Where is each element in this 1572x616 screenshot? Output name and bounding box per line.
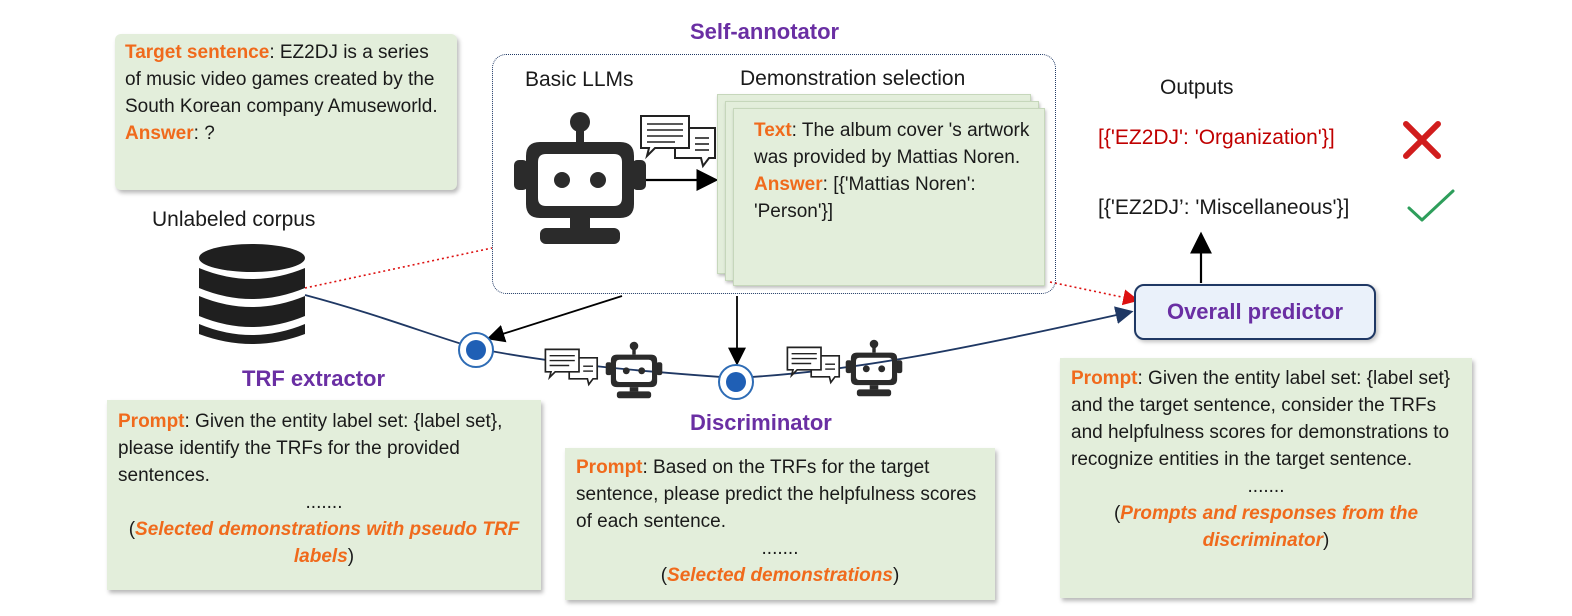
- trf-prompt-key: Prompt: [118, 411, 185, 432]
- target-answer-value: : ?: [193, 123, 215, 144]
- pred-ellipsis: .......: [1247, 476, 1285, 497]
- disc-paren-open: (: [660, 565, 668, 586]
- annotator-to-predictor-line: [1049, 281, 1140, 306]
- annotator-to-trf-arrow: [486, 295, 623, 343]
- trf-paren-close: ): [347, 546, 355, 567]
- demo-answer-key: Answer: [754, 174, 823, 195]
- target-sentence-box: Target sentence: EZ2DJ is a series of mu…: [115, 34, 457, 190]
- basic-llms-label: Basic LLMs: [525, 68, 634, 91]
- output-right: [{'EZ2DJ’: 'Miscellaneous'}]: [1098, 196, 1350, 219]
- demo-answer-value: : [{'Mattias Noren': 'Person'}]: [754, 174, 976, 222]
- check-icon: [1407, 189, 1455, 222]
- target-key: Target sentence: [125, 42, 270, 63]
- trf-prompt-value: : Given the entity label set: {label set…: [118, 411, 503, 486]
- trf-paren-open: (: [128, 519, 136, 540]
- disc-prompt-value: : Based on the TRFs for the target sente…: [576, 457, 977, 532]
- pred-prompt-key: Prompt: [1071, 368, 1138, 389]
- robot-icon: [605, 341, 663, 399]
- pred-footer: (Prompts and responses from the discrimi…: [1071, 500, 1461, 554]
- trf-footer: (Selected demonstrations with pseudo TRF…: [118, 516, 530, 570]
- disc-footer: (Selected demonstrations): [576, 562, 984, 589]
- output-wrong: [{'EZ2DJ': 'Organization'}]: [1098, 126, 1335, 149]
- disc-footer-text: Selected demonstrations: [667, 565, 893, 586]
- pred-footer-text: Prompts and responses from the discrimin…: [1120, 503, 1419, 551]
- predictor-prompt-box: Prompt: Given the entity label set: {lab…: [1060, 358, 1472, 598]
- trf-footer-text: Selected demonstrations with pseudo TRF …: [135, 519, 520, 567]
- self-annotator-container: [492, 54, 1056, 294]
- demonstration-selection-label: Demonstration selection: [740, 67, 966, 90]
- cross-icon: [1403, 121, 1441, 159]
- database-icon: [199, 244, 305, 344]
- corpus-to-annotator-line: [304, 247, 493, 289]
- discriminator-title: Discriminator: [690, 410, 832, 435]
- chat-bubbles-icon: [786, 346, 841, 385]
- trf-ellipsis: .......: [305, 492, 343, 513]
- disc-prompt-key: Prompt: [576, 457, 643, 478]
- pred-paren-close: ): [1323, 530, 1330, 551]
- demo-text-value: : The album cover 's artwork was provide…: [754, 120, 1030, 168]
- unlabeled-corpus-label: Unlabeled corpus: [152, 208, 316, 231]
- trf-node: [458, 332, 494, 368]
- trf-extractor-title: TRF extractor: [242, 366, 386, 391]
- robot-icon: [514, 112, 646, 244]
- disc-ellipsis: .......: [761, 538, 799, 559]
- discriminator-prompt-box: Prompt: Based on the TRFs for the target…: [565, 448, 995, 600]
- discriminator-node: [718, 364, 754, 400]
- chat-bubbles-icon: [640, 115, 716, 169]
- outputs-title: Outputs: [1160, 76, 1234, 99]
- target-answer-key: Answer: [125, 123, 194, 144]
- overall-predictor-box: Overall predictor: [1134, 284, 1376, 340]
- trf-extractor-prompt-box: Prompt: Given the entity label set: {lab…: [107, 400, 541, 590]
- pred-paren-open: (: [1113, 503, 1121, 524]
- target-value: : EZ2DJ is a series of music video games…: [125, 42, 438, 117]
- pred-prompt-value: : Given the entity label set: {label set…: [1071, 368, 1451, 470]
- demo-card: Text: The album cover 's artwork was pro…: [733, 108, 1045, 286]
- overall-predictor-label: Overall predictor: [1166, 299, 1344, 324]
- disc-paren-close: ): [892, 565, 900, 586]
- chat-bubbles-icon: [544, 348, 599, 387]
- robot-icon: [845, 339, 903, 397]
- self-annotator-title: Self-annotator: [690, 19, 840, 44]
- demo-text-key: Text: [754, 120, 792, 141]
